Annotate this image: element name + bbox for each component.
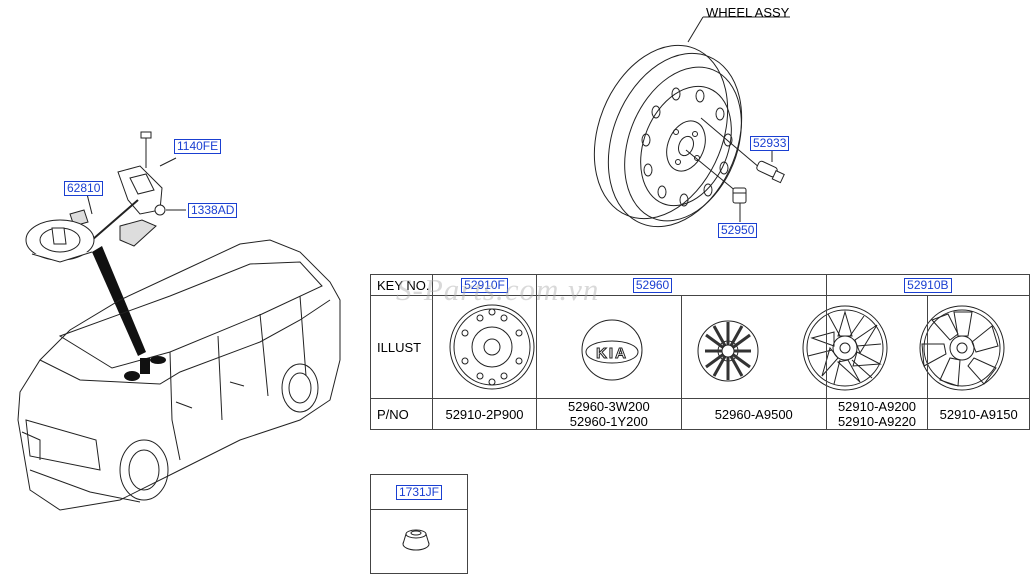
spare-carrier-drawing [25, 131, 186, 263]
valve-stem-part [756, 150, 785, 184]
illust-header: ILLUST [369, 295, 434, 399]
illust-cell-3 [680, 295, 827, 399]
clip-1731jf-box: 1731JF [370, 474, 468, 574]
part-1338ad-link[interactable]: 1338AD [188, 203, 238, 218]
key-cell-52910b: 52910B [825, 274, 1030, 296]
spare-tire-location-marker [124, 356, 166, 381]
wheel-key-table: KEY NO. 52910F 52960 52910B ILLUST P/NO … [369, 274, 1030, 430]
part-52910f-link[interactable]: 52910F [461, 278, 508, 293]
illust-cell-4 [825, 295, 929, 399]
wheel-assy-label: WHEEL ASSY [706, 5, 790, 20]
illust-cell-5 [927, 295, 1030, 399]
key-cell-52910f: 52910F [432, 274, 537, 296]
key-no-header: KEY NO. [369, 274, 434, 296]
part-62810-link[interactable]: 62810 [64, 181, 104, 196]
part-52950-link[interactable]: 52950 [718, 223, 758, 238]
illust-cell-1 [432, 295, 537, 399]
clip-illustration [402, 529, 430, 551]
pno-cell-3: 52960-A9500 [680, 398, 827, 430]
watermark-text: S-Parts.com.vn [396, 272, 600, 307]
key-cell-52960: 52960 [535, 274, 827, 296]
wheel-assy-drawing [593, 16, 790, 228]
wheel-vent-holes [641, 87, 733, 207]
vehicle-drawing [17, 239, 341, 511]
part-52933-link[interactable]: 52933 [750, 136, 790, 151]
wheel-nut-part [732, 187, 747, 222]
illust-cell-2 [535, 295, 682, 399]
pno-header: P/NO [369, 398, 434, 430]
part-52910b-link[interactable]: 52910B [904, 278, 952, 293]
clip-1731jf-header: 1731JF [371, 475, 467, 510]
pno-cell-1: 52910-2P900 [432, 398, 537, 430]
part-52960-link[interactable]: 52960 [632, 278, 673, 293]
part-1140fe-link[interactable]: 1140FE [174, 139, 222, 154]
pno-cell-5: 52910-A9150 [927, 398, 1030, 430]
part-1731jf-link[interactable]: 1731JF [395, 484, 443, 500]
